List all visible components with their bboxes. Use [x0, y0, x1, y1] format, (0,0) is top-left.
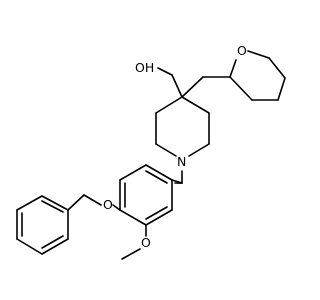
bond-c4-ch2	[181, 76, 204, 98]
oxane-oxygen-label: O	[237, 43, 247, 58]
molecule-diagram: OH O N O O	[16, 43, 286, 260]
aryl-bond-1	[145, 164, 173, 181]
bond-aryl-o-benzyl	[112, 204, 121, 211]
piperidine-ring	[155, 96, 210, 157]
bond-ch2-c4	[171, 74, 183, 98]
aryl-bond-4	[119, 209, 147, 226]
phenyl-bond-5-inner	[41, 235, 64, 249]
phenyl-bond-1	[41, 195, 69, 211]
dimethoxybenzyl-ring	[119, 164, 173, 226]
oxane-bond-6	[229, 76, 253, 101]
oxane-bond-1	[229, 59, 237, 78]
methoxy-group	[121, 224, 147, 260]
aryl-bond-2	[119, 164, 147, 181]
aryl-bond-5-inner	[145, 206, 168, 220]
oxane-bond-2	[247, 50, 270, 59]
bond-o-ch2	[157, 67, 173, 76]
hydroxyl-label: OH	[135, 60, 154, 75]
oxanylmethyl-group	[181, 76, 231, 98]
bond-o-ch3	[121, 248, 141, 260]
oxane-bond-4	[277, 77, 286, 101]
piperidine-bond-4	[155, 143, 177, 157]
hydroxymethyl-group	[157, 67, 183, 98]
oxane-bond-3	[268, 57, 286, 79]
piperidine-bond-6	[155, 96, 183, 114]
phenyl-bond-5	[41, 238, 69, 255]
phenyl-ring	[16, 195, 69, 255]
phenyl-bond-1-inner	[41, 200, 64, 213]
bond-ch2-phenyl	[67, 194, 85, 211]
phenyl-bond-4	[16, 238, 43, 255]
benzyloxy-group	[67, 194, 121, 211]
oxane-ring	[229, 50, 286, 101]
piperidine-bond-3	[188, 143, 210, 157]
piperidine-bond-1	[181, 96, 210, 114]
bond-ch2-benzene	[171, 179, 183, 184]
aryl-bond-5	[145, 209, 173, 226]
benzyloxy-oxygen-label: O	[103, 197, 113, 212]
methoxy-oxygen-label: O	[141, 235, 151, 250]
bond-o-ch2-benzyl	[83, 194, 102, 206]
structure-svg: OH O N O O	[16, 43, 286, 260]
aryl-bond-1-inner	[145, 170, 168, 184]
piperidine-nitrogen-label: N	[177, 154, 186, 169]
phenyl-bond-2	[16, 195, 43, 211]
